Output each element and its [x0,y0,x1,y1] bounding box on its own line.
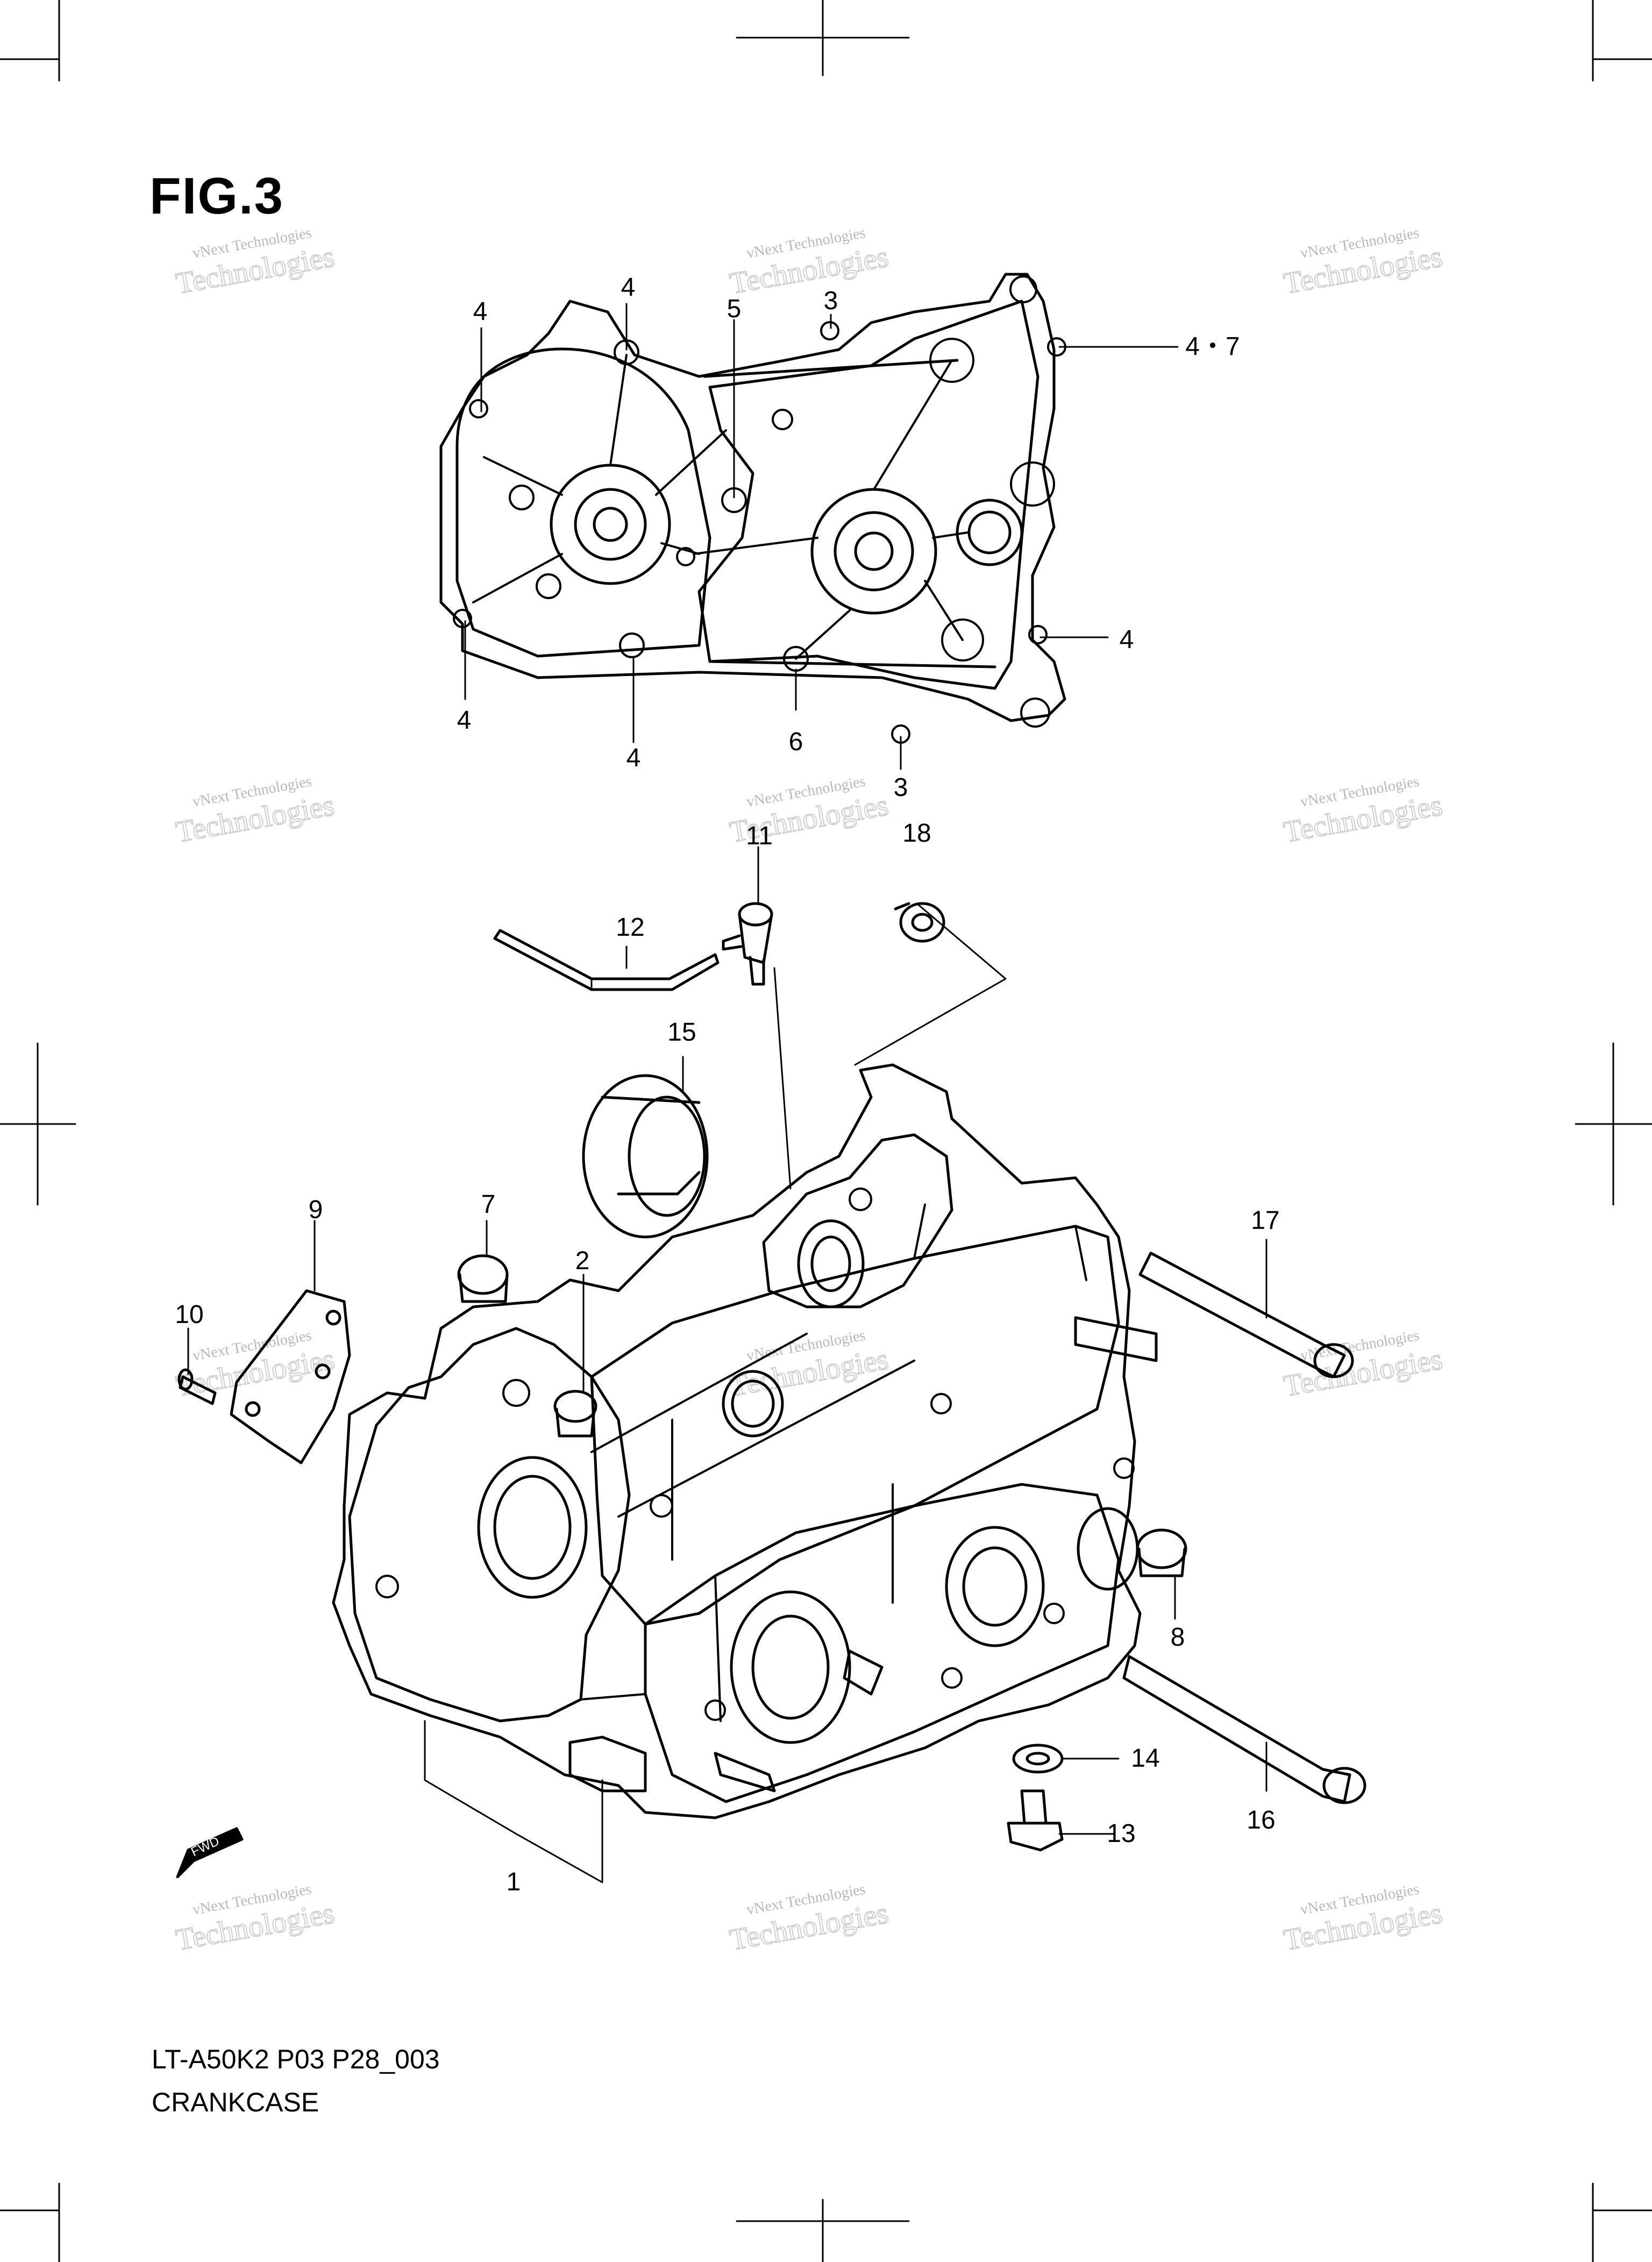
fwd-arrow: FWD [176,1827,244,1879]
watermark: vNext Technologies Technologies [1281,1327,1446,1404]
dowel-pin [1136,1528,1187,1577]
crankcase-oil-port [722,1370,784,1438]
crankcase-cylinder-mount [762,1133,953,1308]
cable-guide [230,1289,351,1464]
callout-3: 3 [824,287,838,315]
crankcase-left-bearing-bore [477,1456,588,1599]
bearing [582,1074,709,1239]
callout-17: 17 [1251,1206,1279,1235]
watermark: vNext Technologies Technologies [173,224,338,301]
watermark: vNext Technologies Technologies [1281,1881,1446,1958]
gasket-bearing-right-core [854,531,894,571]
callout-3: 3 [894,773,908,802]
dowel-pin [457,1254,509,1303]
crankcase-right-bearing-inner [751,1614,830,1720]
crankcase-rib-lines [580,1204,1087,1722]
leader-lines [187,303,1268,1883]
watermark: vNext Technologies Technologies [727,224,892,301]
callout-14: 14 [1131,1744,1159,1773]
callout-18: 18 [902,819,931,848]
crankcase-right-half [644,1483,1120,1803]
watermark: vNext Technologies Technologies [1281,773,1446,850]
gasket-bolt-holes [453,275,1066,744]
washer [1012,1744,1064,1774]
drain-bolt [1007,1789,1064,1852]
watermark: vNext Technologies Technologies [1281,224,1446,301]
callout-4: 4 [626,744,641,772]
callout-6: 6 [789,728,803,756]
gasket-inner-left [455,347,711,658]
crankcase-cylinder-port-inner [810,1235,851,1292]
callout-4: 4 [473,297,488,326]
callout-4: 4 [457,706,472,735]
crankcase-bosses [375,1187,1135,1721]
figure-code: LT-A50K2 P03 P28_003 [152,2044,440,2074]
callout-8: 8 [1171,1623,1185,1652]
callout-15: 15 [667,1018,696,1047]
gasket-bearing-right [810,488,937,615]
gasket-outline [439,273,1066,722]
watermark: vNext Technologies Technologies [173,1327,338,1404]
gasket-bearing-small [956,499,1023,566]
gasket-bearing-left-inner [574,488,647,561]
crankcase-shaft-bore-inner [962,1546,1028,1627]
figure-title: FIG.3 [149,167,284,225]
watermarks: vNext Technologies Technologies vNext Te… [173,224,1446,1958]
screw [177,1368,217,1405]
gasket-rib [703,359,959,378]
callout-4: 4 [1120,625,1134,654]
callout-10: 10 [175,1300,203,1329]
callout-4: 4 [621,273,636,302]
callout-2: 2 [575,1247,590,1275]
callout-5: 5 [727,295,742,323]
crankcase-stud [714,1752,776,1792]
watermark: vNext Technologies Technologies [727,1327,892,1404]
gasket-inner-right [697,300,1039,690]
dowel-pin [553,1390,597,1438]
crankcase-assembly [332,1063,1158,1819]
crankcase-gasket [439,273,1066,744]
crankcase-right-bearing-bore [730,1590,851,1744]
long-bolt-lower [1122,1655,1366,1804]
gasket-bearing-small-inner [967,510,1012,554]
crankcase-left-bearing-inner [493,1475,572,1580]
crankcase-stud [843,1649,884,1696]
gasket-spokes [472,354,969,660]
crankcase-shaft-bore [945,1526,1045,1647]
callout-11: 11 [746,822,773,850]
callout-1: 1 [507,1868,521,1896]
callout-7: 7 [481,1190,496,1219]
crankcase-stud [1074,1316,1158,1362]
callout-12: 12 [616,913,644,942]
watermark: vNext Technologies Technologies [727,1881,892,1958]
watermark: vNext Technologies Technologies [173,773,338,850]
long-bolt-upper [1138,1251,1354,1378]
hose-fitting [722,902,773,986]
crankcase-side-bore [1077,1507,1139,1591]
callout-9: 9 [309,1196,323,1224]
crankcase-left-half [348,1327,631,1723]
oil-seal [894,902,945,943]
gasket-rib [708,660,996,668]
watermark: vNext Technologies Technologies [173,1881,338,1958]
figure-name: CRANKCASE [152,2087,319,2117]
gasket-bearing-left-core [593,507,628,542]
callout-16: 16 [1247,1806,1275,1834]
callout-13: 13 [1107,1819,1135,1848]
crankcase-oil-port-inner [731,1379,775,1428]
gasket-bearing-right-inner [834,511,914,592]
crankcase-bottom-flange [568,1735,647,1792]
callout-4-7: 4・7 [1185,332,1240,361]
crankcase-center-block [590,1225,1120,1626]
hose [493,929,720,991]
crankcase-cylinder-port [797,1219,865,1308]
callout-labels: 4 4 5 3 4・7 4 4 4 6 3 11 18 12 15 9 7 2 … [175,273,1279,1896]
crankcase-outline [332,1063,1142,1819]
gasket-bearing-left [550,464,671,585]
